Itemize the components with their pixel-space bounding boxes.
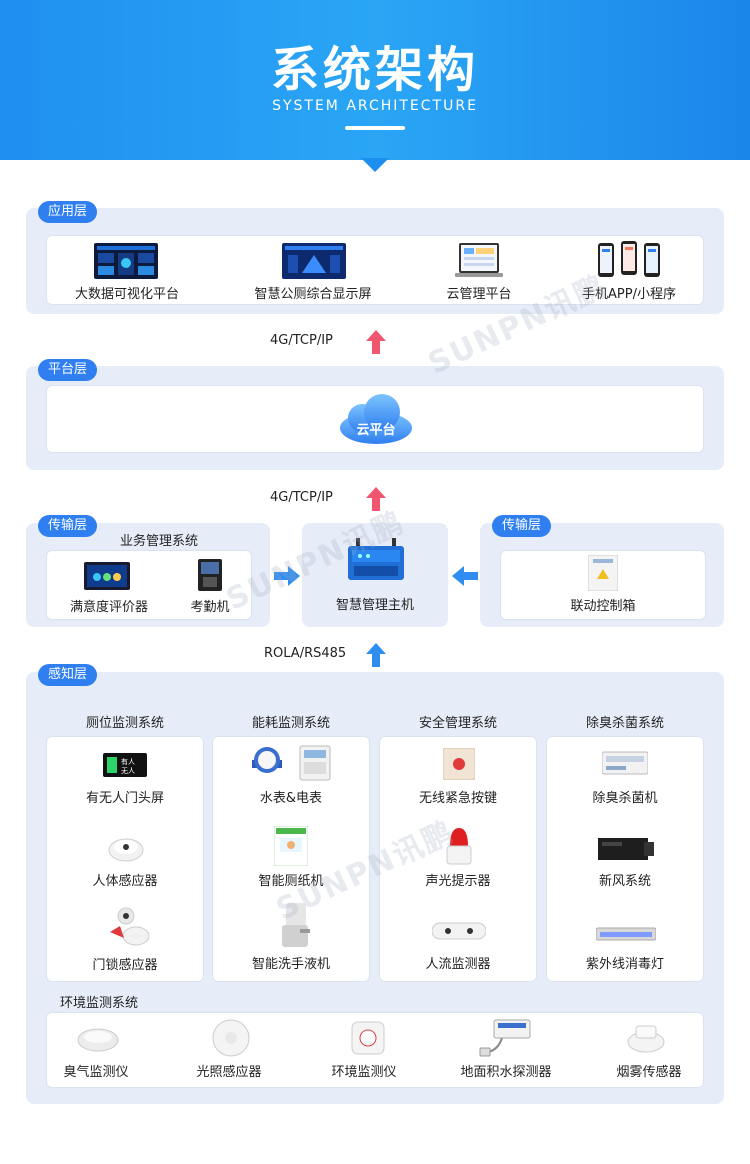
system-title-safety: 安全管理系统 — [418, 716, 497, 731]
up-arrow-blue-icon — [366, 643, 386, 667]
transport-left-tag: 传输层 — [38, 515, 98, 537]
control-box-icon — [588, 555, 618, 591]
stall-item-body-sensor: 人体感应器 — [92, 874, 158, 889]
platform-layer-tag: 平台层 — [38, 359, 98, 381]
people-flow-counter-icon — [432, 922, 486, 940]
cloud-platform-label: 云平台 — [356, 423, 396, 438]
energy-item-meters: 水表&电表 — [259, 791, 323, 806]
title-underline — [345, 126, 405, 130]
system-title-stall: 厕位监测系统 — [85, 716, 164, 731]
safety-item-alarm: 声光提示器 — [425, 874, 491, 889]
satisfaction-evaluator-icon — [84, 562, 130, 590]
odor-monitor-icon — [77, 1028, 119, 1052]
management-host-icon — [348, 538, 404, 580]
left-arrow-icon — [452, 566, 478, 586]
dashboard-screen-icon — [94, 243, 158, 279]
header-banner — [0, 0, 750, 160]
water-leak-detector-icon — [479, 1019, 531, 1057]
toilet-display-screen-icon — [282, 243, 346, 279]
up-arrow-red-icon — [366, 487, 386, 511]
stall-item-door-screen: 有无人门头屏 — [85, 791, 164, 806]
env-item-water-leak: 地面积水探测器 — [460, 1065, 552, 1080]
app-item-bigdata: 大数据可视化平台 — [74, 287, 179, 302]
sound-light-alarm-icon — [446, 828, 472, 865]
mobile-phones-icon — [598, 241, 660, 277]
deodorize-item-machine: 除臭杀菌机 — [592, 791, 658, 806]
door-sign-occupied: 有人 — [121, 757, 135, 766]
env-item-light: 光照感应器 — [196, 1065, 262, 1080]
uv-lamp-icon — [596, 927, 656, 941]
emergency-button-icon — [443, 748, 475, 780]
environment-monitor-icon — [351, 1021, 385, 1055]
env-system-title: 环境监测系统 — [60, 996, 139, 1011]
deodorize-item-uv: 紫外线消毒灯 — [585, 957, 664, 972]
system-title-energy: 能耗监测系统 — [251, 716, 330, 731]
water-electric-meter-icon — [252, 745, 331, 781]
deodorizer-icon — [602, 751, 648, 775]
app-item-mobile: 手机APP/小程序 — [582, 287, 676, 302]
up-arrow-red-icon — [366, 330, 386, 354]
protocol-label-3: ROLA/RS485 — [264, 646, 347, 661]
safety-item-flow: 人流监测器 — [425, 957, 491, 972]
attendance-machine-icon — [198, 559, 222, 591]
right-arrow-icon — [274, 566, 300, 586]
host-label: 智慧管理主机 — [335, 598, 414, 613]
perception-layer-tag: 感知层 — [38, 664, 98, 686]
app-layer-tag: 应用层 — [38, 201, 98, 223]
env-item-environment: 环境监测仪 — [331, 1065, 397, 1080]
cloud-icon — [340, 394, 412, 444]
env-item-smoke: 烟雾传感器 — [616, 1065, 682, 1080]
occupancy-door-screen-icon: 有人 无人 — [103, 753, 147, 777]
energy-item-paper: 智能厕纸机 — [258, 874, 324, 889]
business-item-attendance: 考勤机 — [190, 600, 230, 615]
fresh-air-system-icon — [598, 838, 654, 860]
smoke-detector-icon — [627, 1025, 665, 1053]
header-notch — [361, 158, 389, 172]
protocol-label-1: 4G/TCP/IP — [270, 333, 333, 348]
light-sensor-icon — [212, 1019, 250, 1057]
body-sensor-icon — [108, 838, 144, 862]
paper-dispenser-icon — [274, 826, 308, 866]
app-item-cloud-mgmt: 云管理平台 — [446, 287, 512, 302]
protocol-label-2: 4G/TCP/IP — [270, 490, 333, 505]
laptop-icon — [455, 243, 503, 277]
business-item-evaluator: 满意度评价器 — [69, 600, 148, 615]
system-title-deodorize: 除臭杀菌系统 — [585, 716, 664, 731]
app-item-display: 智慧公厕综合显示屏 — [254, 287, 372, 302]
env-item-odor: 臭气监测仪 — [63, 1065, 129, 1080]
business-system-title: 业务管理系统 — [119, 534, 198, 549]
stall-item-lock-sensor: 门锁感应器 — [92, 958, 158, 973]
safety-item-emergency: 无线紧急按键 — [418, 791, 497, 806]
transport-right-tag: 传输层 — [492, 515, 552, 537]
deodorize-item-fresh-air: 新风系统 — [598, 874, 651, 889]
energy-item-soap: 智能洗手液机 — [251, 957, 330, 972]
page-title: 系统架构 — [270, 42, 479, 98]
page-subtitle: SYSTEM ARCHITECTURE — [272, 98, 478, 114]
linkage-control-box-label: 联动控制箱 — [570, 599, 636, 614]
soap-dispenser-icon — [282, 903, 310, 947]
door-lock-sensor-icon — [110, 907, 150, 946]
door-sign-vacant: 无人 — [121, 767, 135, 775]
